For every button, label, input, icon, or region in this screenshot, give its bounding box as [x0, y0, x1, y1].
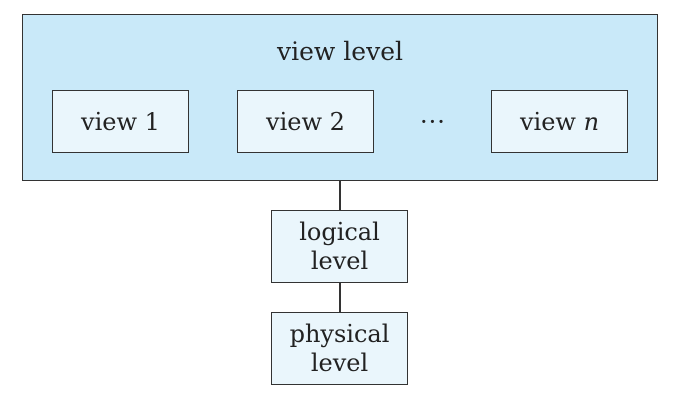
connector-logical-to-physical	[339, 283, 341, 312]
view-2-box: view 2	[237, 90, 374, 153]
view-1-box: view 1	[52, 90, 189, 153]
physical-level-line1: physical	[289, 319, 390, 348]
view-n-prefix: view	[519, 107, 576, 136]
physical-level-line2: level	[310, 348, 369, 377]
views-ellipsis: ···	[420, 107, 446, 136]
view-n-number: n	[583, 107, 600, 136]
connector-view-to-logical	[339, 181, 341, 210]
view-1-prefix: view	[81, 107, 138, 136]
logical-level-line1: logical	[299, 217, 380, 246]
view-2-prefix: view	[266, 107, 323, 136]
physical-level-box: physical level	[271, 312, 408, 385]
view-level-title: view level	[277, 37, 403, 66]
view-2-number: 2	[329, 107, 345, 136]
view-n-box: view n	[491, 90, 628, 153]
logical-level-box: logical level	[271, 210, 408, 283]
logical-level-line2: level	[310, 246, 369, 275]
view-level-box: view level view 1 view 2 ··· view n	[22, 14, 658, 181]
view-1-number: 1	[144, 107, 160, 136]
